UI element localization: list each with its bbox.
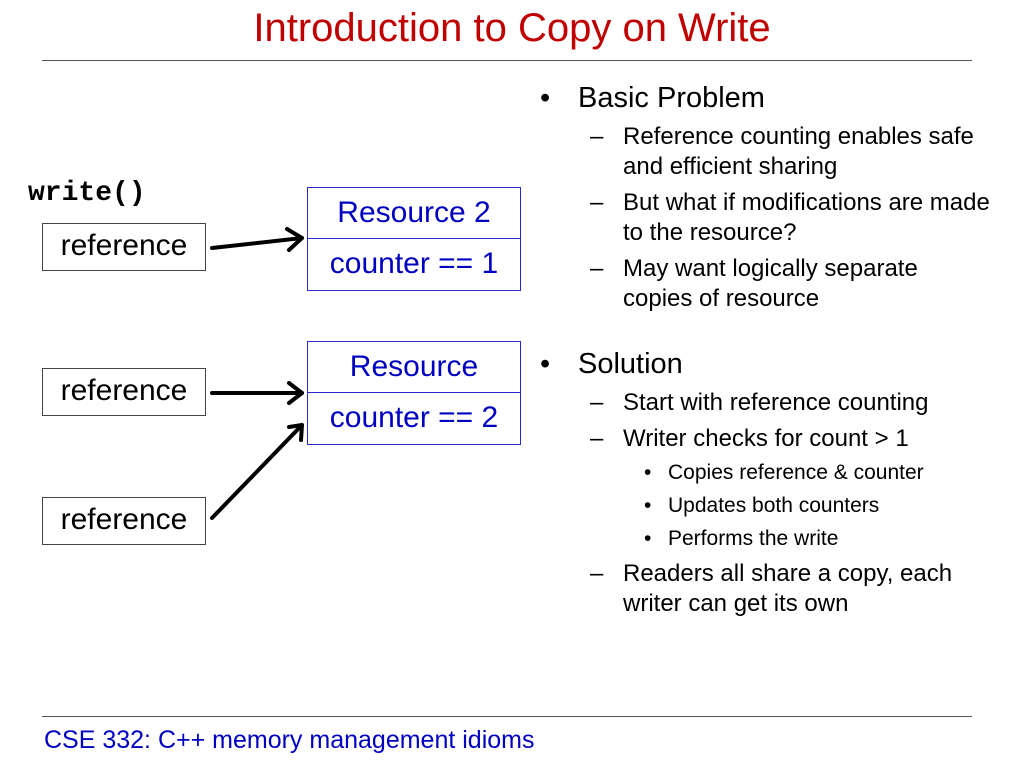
resource-box: Resource counter == 2 [307,341,521,445]
reference-box-reader-1: reference [42,368,206,416]
dash-marker: – [590,425,604,452]
sub-sub-bullet-text: Copies reference & counter [668,461,924,484]
sub-bullet: – Start with reference counting [540,388,990,418]
bullet-marker: • [644,494,652,517]
bullet-marker: • [644,461,652,484]
slide-footer: CSE 332: C++ memory management idioms [44,726,535,754]
dash-marker: – [590,255,604,282]
resource-2-box: Resource 2 counter == 1 [307,187,521,291]
sub-sub-bullet-text: Updates both counters [668,494,880,517]
resource-2-name: Resource 2 [308,188,520,239]
arrowhead-writer [285,227,304,252]
arrow-writer-to-resource-2 [210,236,304,250]
sub-bullet: – Readers all share a copy, each writer … [540,559,990,619]
write-call-label: write() [28,178,146,209]
sub-bullet: – Writer checks for count > 1 [540,424,990,454]
title-divider [42,60,972,61]
reference-box-reader-2: reference [42,497,206,545]
sub-sub-bullet: • Performs the write [540,525,990,553]
slide-title: Introduction to Copy on Write [253,6,771,50]
resource-2-counter: counter == 1 [329,247,499,280]
bullet-basic-problem: • Basic Problem [540,80,990,116]
arrow-reader-2-to-resource [210,423,304,520]
reference-box-writer: reference [42,223,206,271]
bullet-marker: • [540,82,551,114]
sub-sub-bullet-text: Performs the write [668,527,839,550]
sub-bullet-text: May want logically separate copies of re… [623,255,918,312]
resource-name: Resource [308,342,520,393]
arrowhead-reader-1 [287,381,304,405]
resource-counter: counter == 2 [329,401,499,434]
sub-bullet-text: But what if modifications are made to th… [623,189,990,246]
arrowhead-reader-2 [287,423,304,442]
bullet-marker: • [540,348,551,380]
dash-marker: – [590,560,604,587]
bullet-solution-text: Solution [578,348,683,380]
sub-bullet-text: Reference counting enables safe and effi… [623,123,974,180]
dash-marker: – [590,123,604,150]
bullet-list: • Basic Problem – Reference counting ena… [540,80,990,619]
dash-marker: – [590,389,604,416]
sub-sub-bullet: • Copies reference & counter [540,459,990,487]
sub-bullet-text: Readers all share a copy, each writer ca… [623,560,953,617]
sub-bullet: – But what if modifications are made to … [540,188,990,248]
dash-marker: – [590,189,604,216]
sub-bullet-text: Start with reference counting [623,389,929,416]
sub-bullet: – Reference counting enables safe and ef… [540,122,990,182]
bullet-marker: • [644,527,652,550]
sub-bullet-text: Writer checks for count > 1 [623,425,909,452]
bullet-basic-problem-text: Basic Problem [578,82,765,114]
footer-divider [42,716,972,717]
sub-sub-bullet: • Updates both counters [540,492,990,520]
bullet-solution: • Solution [540,346,990,382]
sub-bullet: – May want logically separate copies of … [540,254,990,314]
